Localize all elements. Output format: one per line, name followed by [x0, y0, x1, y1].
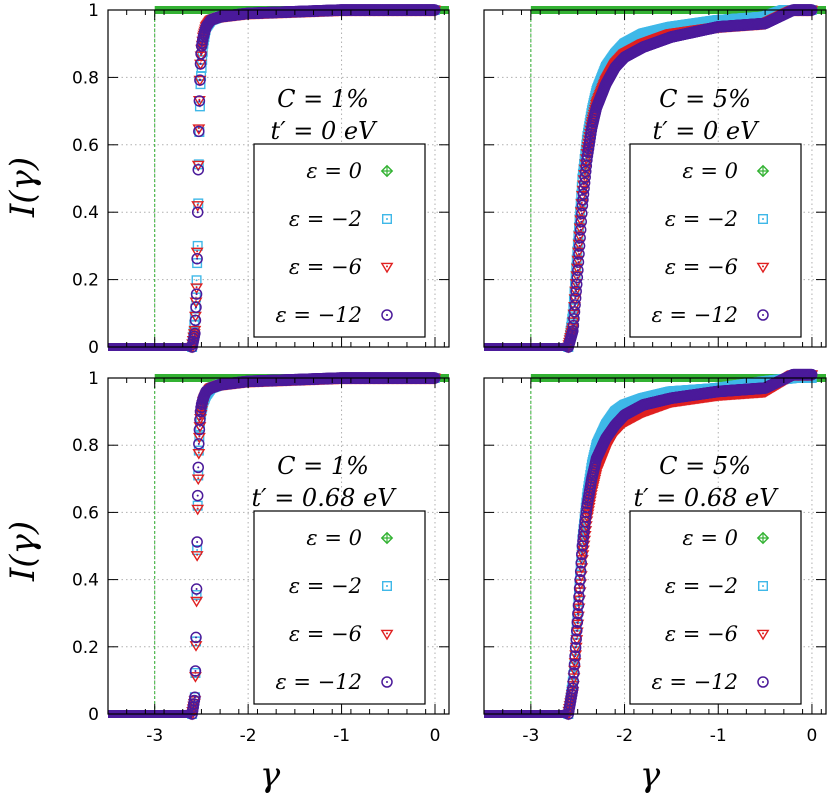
panel-top-left-series-1-point [192, 240, 203, 251]
panel-top-left-series-3-point-dot [198, 99, 201, 102]
panel-top-left-series-3-point-dot [200, 52, 203, 55]
panel-top-left-series-3-point-dot [196, 211, 199, 214]
panel-top-left-series-3-point-dot [196, 257, 199, 260]
panel-top-left-series-3-point-dot [199, 62, 202, 65]
panel-top-left-series-2-point-dot [196, 203, 199, 206]
panel-top-left-series-3-point-dot [193, 332, 196, 335]
panel-top-left-series-1-point [191, 275, 202, 286]
panel-top-left-series-3-point-dot [193, 335, 196, 338]
panel-top-left-series-1-point-square [194, 101, 205, 112]
panel-top-left-series-3-point-dot [198, 79, 201, 82]
panel-top-left-series-2-point-dot [196, 250, 199, 253]
panel-top-left-series-2-point-dot [197, 127, 200, 130]
panel-top-left-series-3-point-dot [195, 293, 198, 296]
panel-top-left-series-3-point-dot [194, 319, 197, 322]
panel-top-left-series-1-point-dot [196, 244, 199, 247]
panel-top-left-series-1-point-dot [195, 279, 198, 282]
panel-top-left-series-3-point [192, 163, 204, 176]
panel-top-left-series-3-point-dot [197, 130, 200, 133]
panel-top-left-series-3-point-dot [195, 306, 198, 309]
panel-top-left-series-2-point-dot [195, 286, 198, 289]
panel-top-left-series-1-point-square [192, 240, 203, 251]
panel-top-left-series-3-point-dot [197, 168, 200, 171]
